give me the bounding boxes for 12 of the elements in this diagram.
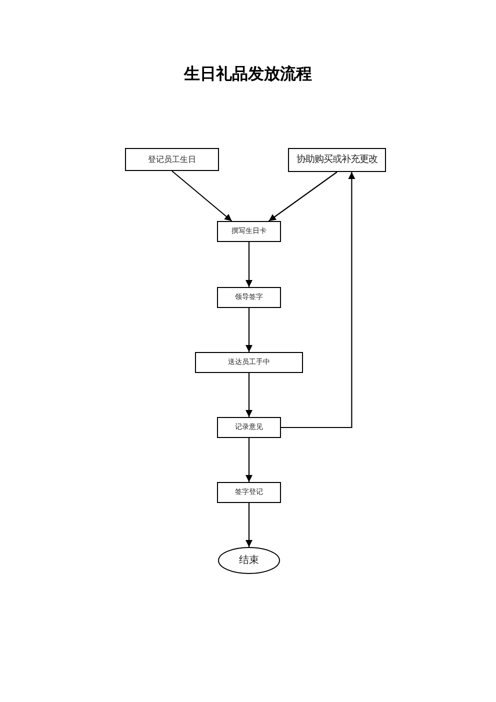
arrow <box>268 172 338 222</box>
arrow <box>246 308 252 352</box>
arrow <box>281 172 356 428</box>
end-ellipse: 结束 <box>218 547 280 574</box>
process-box: 登记员工生日 <box>125 148 219 171</box>
arrow <box>172 170 232 222</box>
process-box: 协助购买或补充更改 <box>288 148 386 172</box>
arrow <box>246 373 252 417</box>
title: 生日礼品发放流程 <box>182 64 313 85</box>
arrow <box>246 438 252 482</box>
arrow <box>246 242 252 287</box>
arrow <box>246 503 252 547</box>
